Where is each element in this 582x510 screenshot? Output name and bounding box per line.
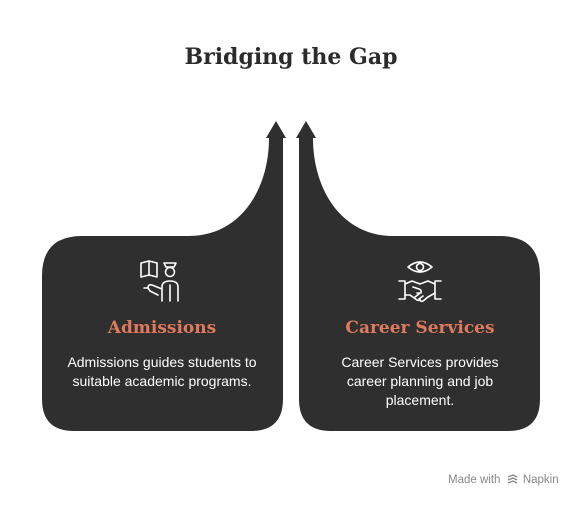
admissions-title: Admissions — [107, 318, 217, 338]
watermark-brand: Napkin — [522, 474, 559, 486]
watermark[interactable]: Made with Napkin — [448, 474, 559, 486]
career-services-description: Career Services provides career planning… — [341, 354, 499, 408]
napkin-logo-icon — [507, 474, 517, 484]
admissions-guide-icon — [140, 260, 179, 302]
diagram-title: Bridging the Gap — [184, 44, 398, 70]
career-card-shape — [296, 121, 540, 431]
admissions-card-shape — [42, 121, 286, 431]
admissions-description: Admissions guides students to suitable a… — [67, 354, 257, 389]
career-services-title: Career Services — [345, 318, 495, 338]
watermark-prefix: Made with — [448, 474, 501, 486]
handshake-eye-icon — [398, 261, 442, 303]
